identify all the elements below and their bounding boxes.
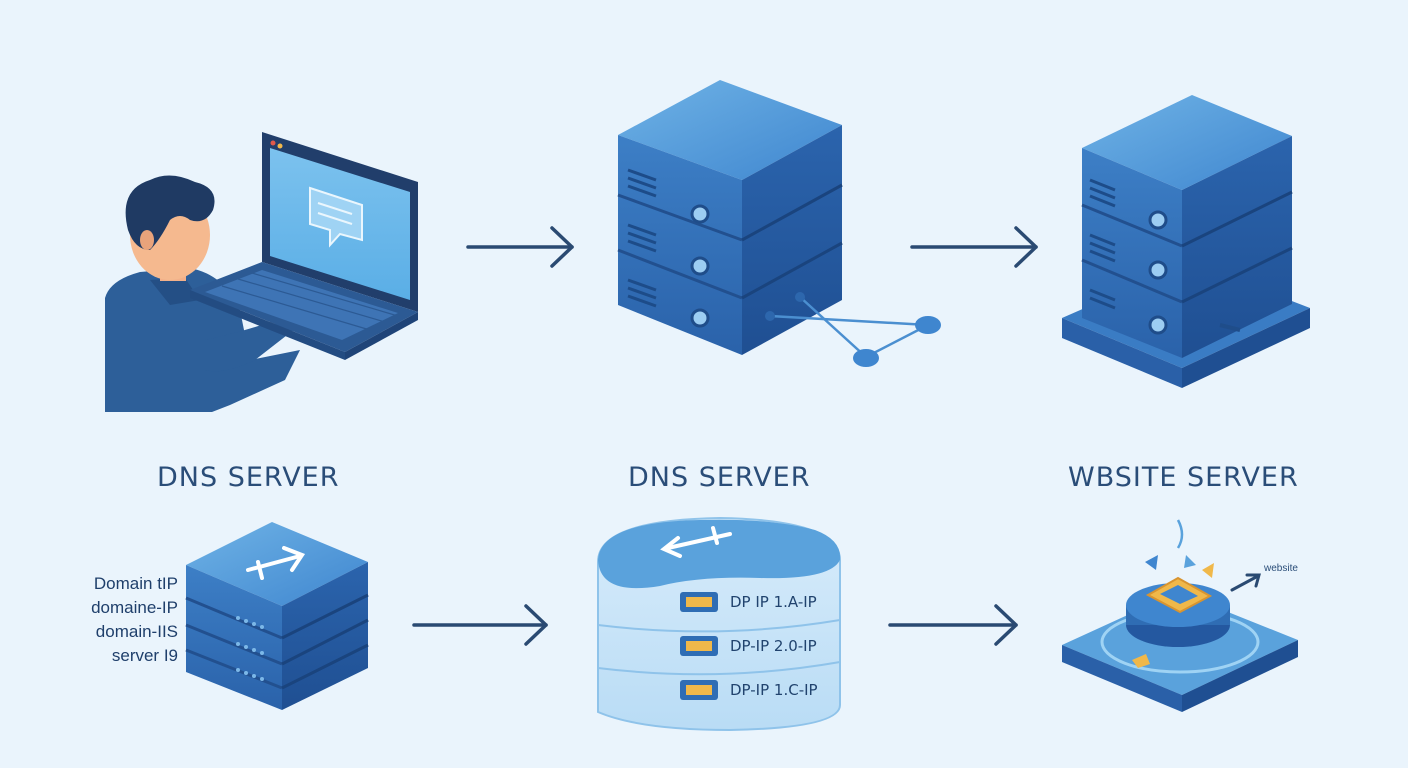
chat-bubble-icon (309, 186, 363, 248)
dns-record: DP IP 1.A-IP (730, 593, 817, 611)
domain-list-item: domain-IIS (95, 622, 178, 641)
left-section-label: DNS SERVER (157, 462, 340, 493)
arrow-right-icon (888, 604, 1018, 646)
website-tag: website (1264, 563, 1298, 574)
arrow-right-icon (910, 226, 1038, 268)
arrow-right-icon (466, 226, 574, 268)
domain-list-item: Domain tIP (93, 574, 178, 593)
domain-list-item: server I9 (111, 646, 178, 665)
dns-record: DP-IP 1.C-IP (730, 681, 818, 699)
server-icon (617, 80, 941, 367)
domain-ip-list: Domain tIP domaine-IP domain-IIS server … (70, 572, 178, 668)
server-icon (185, 522, 369, 710)
dns-record: DP-IP 2.0-IP (730, 637, 817, 655)
database-icon (597, 516, 841, 732)
middle-section-label: DNS SERVER (628, 462, 811, 493)
domain-list-item: domaine-IP (91, 598, 178, 617)
hub-platform-icon (1062, 519, 1298, 712)
arrow-right-icon (412, 604, 548, 646)
right-section-label: WBSITE SERVER (1068, 462, 1299, 493)
server-icon (1062, 95, 1310, 388)
